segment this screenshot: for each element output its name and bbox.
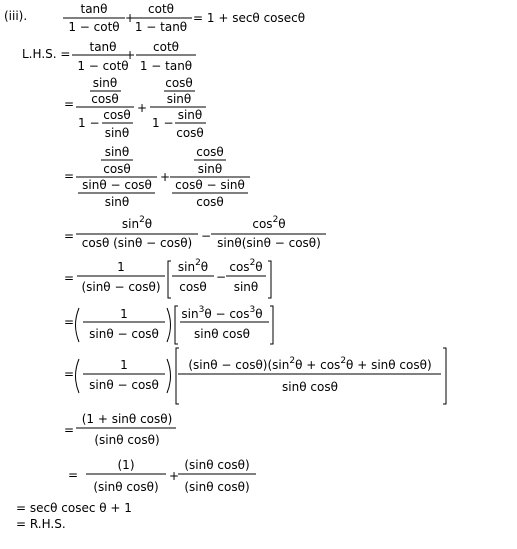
s6-den: sinθ − cosθ	[89, 378, 159, 392]
left-paren	[75, 307, 80, 343]
s3-num2: cos2θ	[252, 215, 285, 231]
equals-sign: =	[64, 315, 74, 329]
s2-cos: cosθ	[196, 195, 224, 209]
s1-one-minus: 1 −	[78, 116, 100, 130]
s6-num: (sinθ − cosθ)(sin2θ + cos2θ + sinθ cosθ)	[188, 356, 431, 372]
plus-sign: +	[137, 101, 147, 115]
lhs-f1-num: tanθ	[89, 40, 116, 54]
plus-sign: +	[169, 469, 179, 483]
final-line-1: = secθ cosec θ + 1	[16, 501, 132, 515]
s4-in-den2: sinθ	[234, 280, 259, 294]
left-bracket	[167, 260, 171, 299]
lhs-f2-den: 1 − tanθ	[140, 59, 192, 73]
equals-sign: =	[64, 169, 74, 183]
lhs-f2-num: cotθ	[153, 40, 179, 54]
s6-one: 1	[120, 358, 128, 372]
right-bracket	[443, 347, 447, 405]
s1-cos: cosθ	[91, 92, 119, 106]
s1-cos: cosθ	[103, 108, 131, 122]
s1-cos: cosθ	[176, 126, 204, 140]
right-paren	[166, 358, 171, 394]
s8-den1: (sinθ cosθ)	[93, 480, 158, 494]
s8-den2: (sinθ cosθ)	[184, 480, 249, 494]
s5-num: sin3θ − cos3θ	[181, 305, 262, 321]
eq-f1-num: tanθ	[80, 2, 107, 16]
final-line-2: = R.H.S.	[16, 517, 66, 531]
s7-den: (sinθ cosθ)	[94, 433, 159, 447]
minus-sign: −	[201, 229, 211, 243]
plus-sign: +	[160, 170, 170, 184]
s1-sin: sinθ	[93, 76, 118, 90]
lhs-label: L.H.S. =	[22, 47, 70, 61]
s7-num: (1 + sinθ cosθ)	[82, 412, 173, 426]
equals-sign: =	[64, 367, 74, 381]
lhs-f1-den: 1 − cotθ	[77, 59, 128, 73]
s2-cos: cosθ	[103, 162, 131, 176]
s8-num1: (1)	[118, 458, 135, 472]
eq-f1-den: 1 − cotθ	[68, 20, 119, 34]
equals-sign: =	[68, 468, 78, 482]
s1-cos: cosθ	[165, 76, 193, 90]
s4-in-den1: cosθ	[179, 280, 207, 294]
left-paren	[75, 358, 80, 394]
s5-den: sinθ − cosθ	[89, 327, 159, 341]
s4-den: (sinθ − cosθ)	[81, 280, 160, 294]
s3-den1: cosθ (sinθ − cosθ)	[82, 236, 192, 250]
s8-num2: (sinθ cosθ)	[184, 458, 249, 472]
s1-sin: sinθ	[105, 126, 130, 140]
s3-num1: sin2θ	[122, 215, 152, 231]
s4-in-num1: sin2θ	[178, 258, 208, 274]
s3-den2: sinθ(sinθ − cosθ)	[217, 236, 321, 250]
s2-sin: sinθ	[105, 145, 130, 159]
right-paren	[166, 307, 171, 343]
minus-sign: −	[216, 270, 226, 284]
equals-sign: =	[64, 423, 74, 437]
plus-sign: +	[125, 48, 135, 62]
s6-den2: sinθ cosθ	[282, 380, 338, 394]
s4-in-num2: cos2θ	[229, 258, 262, 274]
equals-sign: =	[64, 229, 74, 243]
s5-den2: sinθ cosθ	[194, 327, 250, 341]
s2-sin: sinθ	[198, 162, 223, 176]
s2-cos: cosθ	[196, 145, 224, 159]
problem-label: (iii).	[4, 9, 27, 23]
right-bracket	[268, 260, 272, 299]
s2-sin: sinθ	[105, 195, 130, 209]
left-bracket	[174, 305, 178, 345]
s2-num-b: cosθ − sinθ	[175, 178, 245, 192]
s1-one-minus: 1 −	[152, 116, 174, 130]
eq-f2-num: cotθ	[148, 2, 174, 16]
s1-sin: sinθ	[167, 92, 192, 106]
eq-f2-den: 1 − tanθ	[135, 20, 187, 34]
s5-one: 1	[120, 307, 128, 321]
s2-num-a: sinθ − cosθ	[82, 178, 152, 192]
equals-sign: =	[64, 271, 74, 285]
eq-rhs: = 1 + secθ cosecθ	[193, 11, 305, 25]
s1-sin: sinθ	[178, 108, 203, 122]
left-bracket	[175, 347, 179, 405]
s4-one: 1	[117, 260, 125, 274]
equals-sign: =	[64, 97, 74, 111]
right-bracket	[270, 305, 274, 345]
